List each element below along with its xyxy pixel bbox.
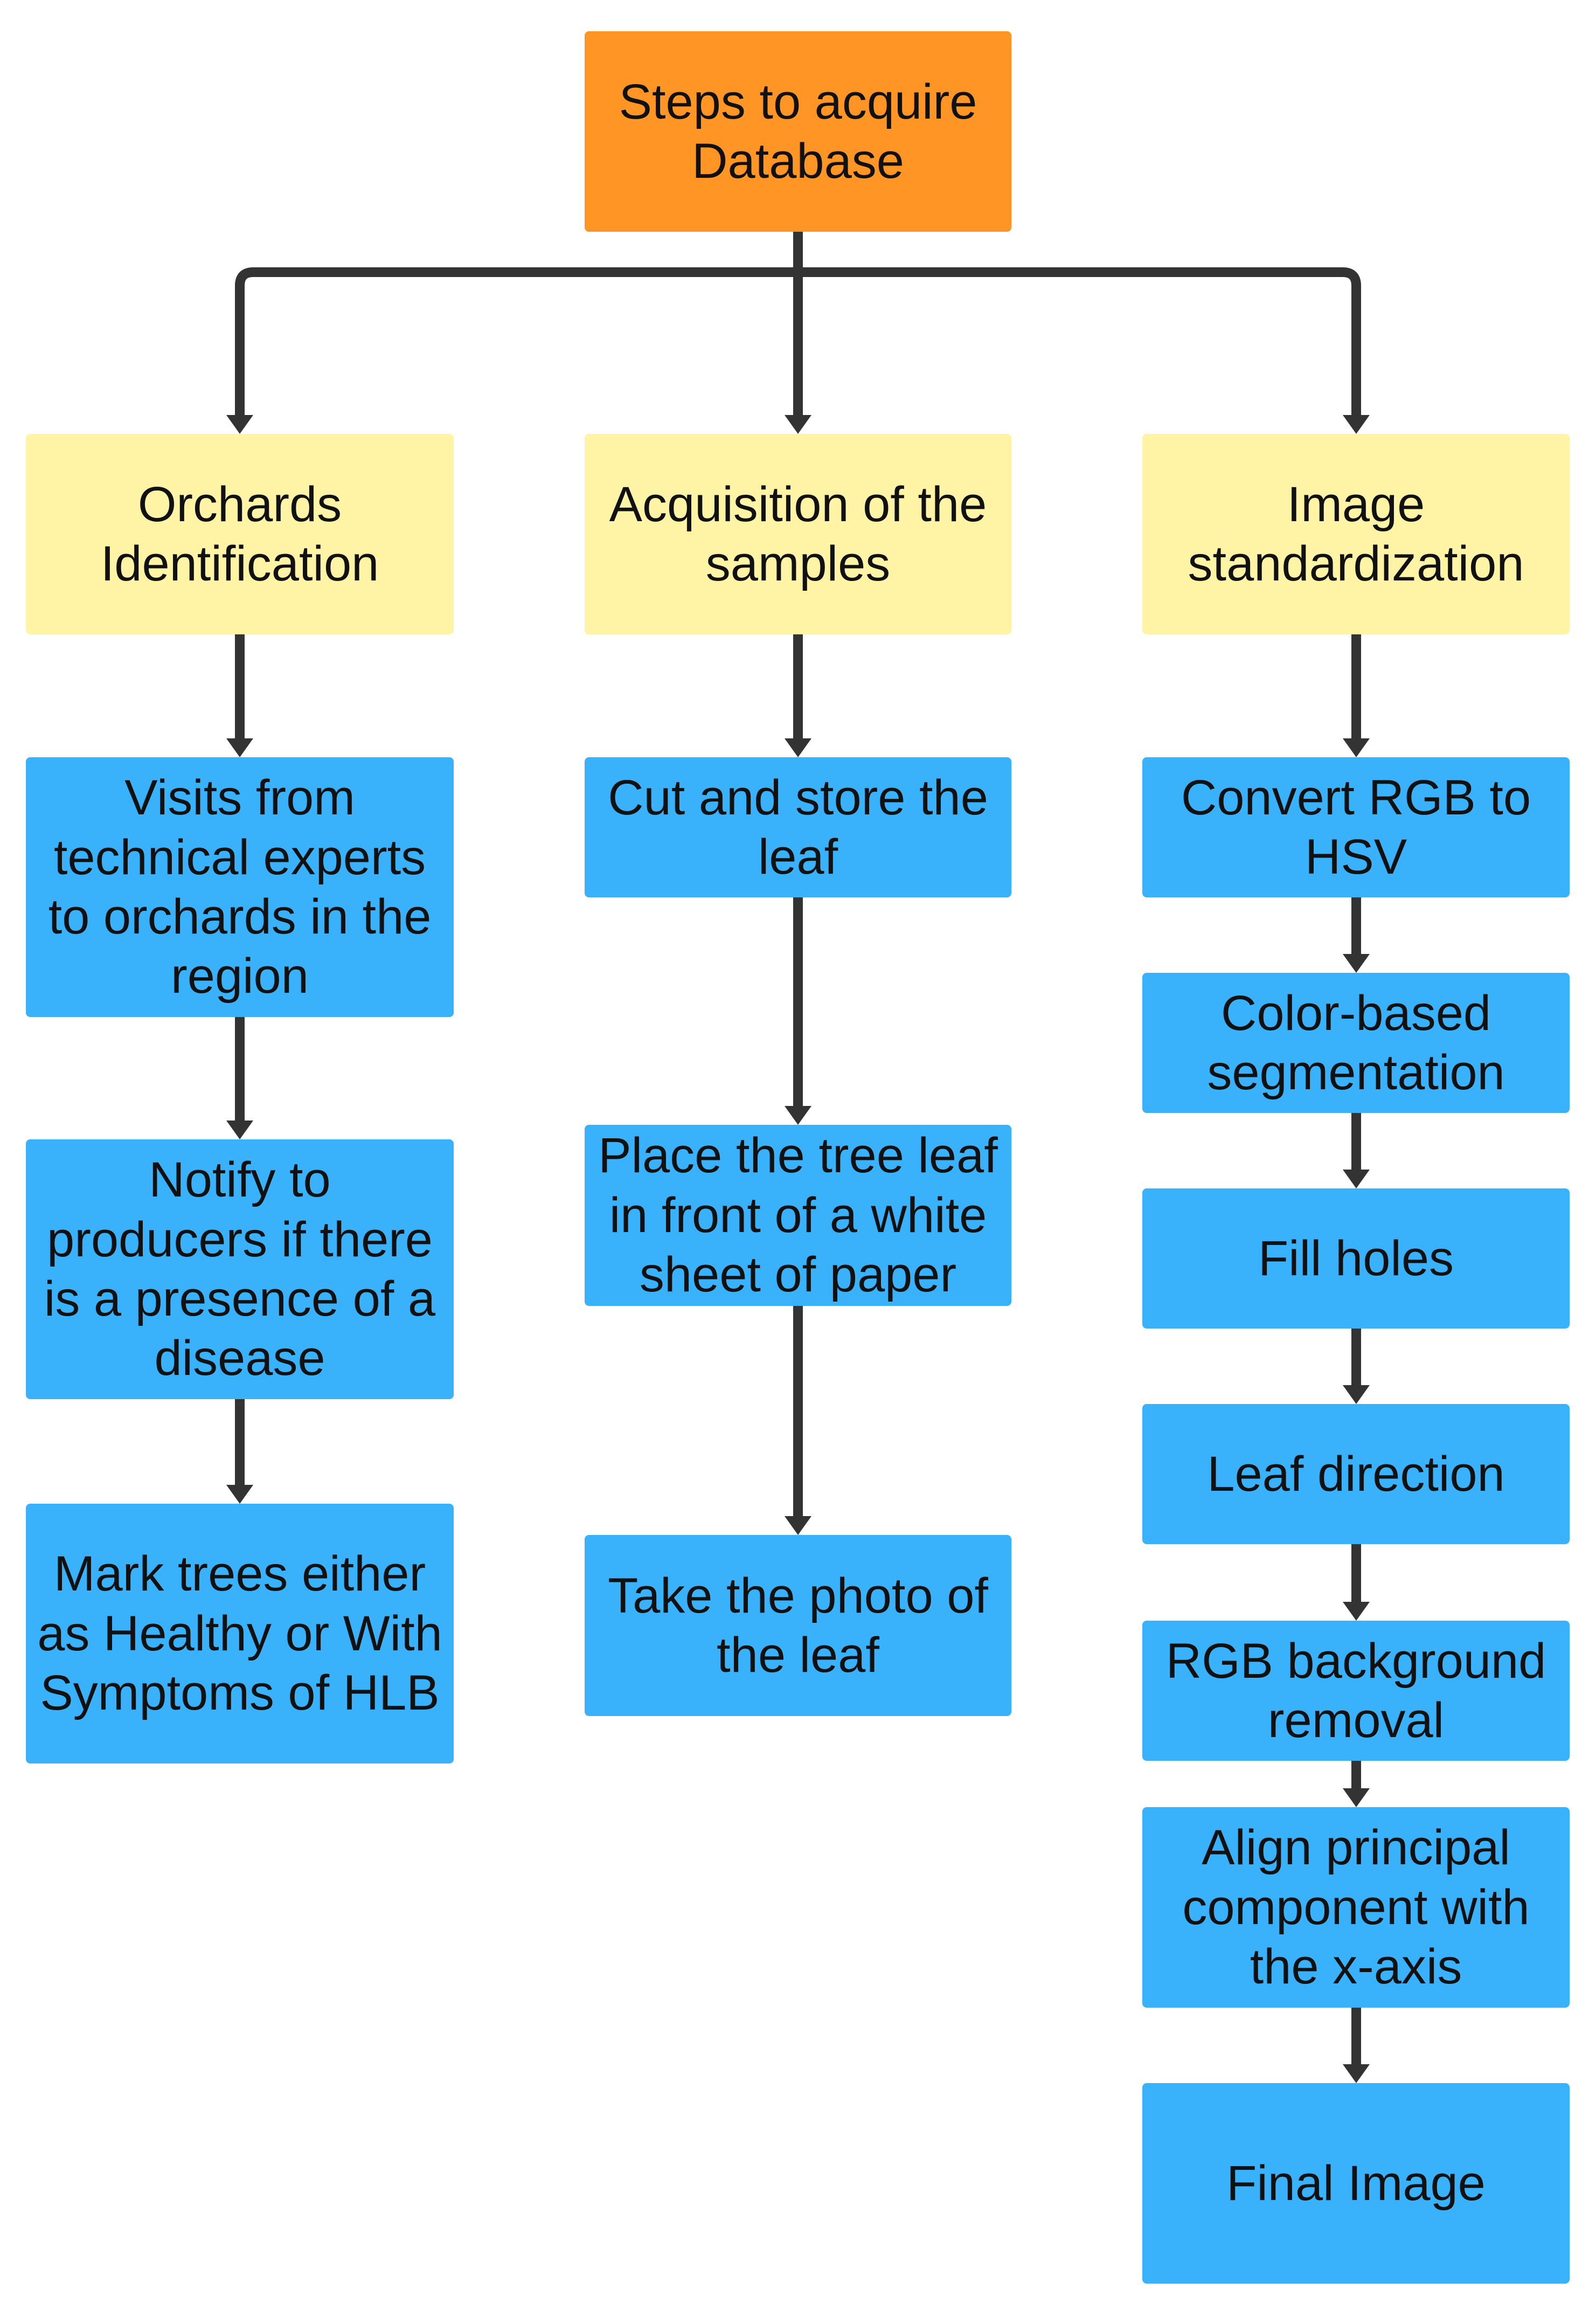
arrowhead-col2-step3 [785,1516,811,1535]
step-label: Place the tree leaf in front of a white … [598,1128,998,1303]
step-label: Mark trees either as Healthy or With Sym… [37,1546,442,1721]
step-mark-trees: Mark trees either as Healthy or With Sym… [26,1504,454,1763]
arrowhead-col3-step2 [1343,954,1370,973]
step-label: Fill holes [1258,1230,1454,1286]
step-final-image: Final Image [1142,2083,1570,2284]
step-label: Color-based segmentation [1207,985,1505,1100]
step-label: Align principal component with the x-axi… [1182,1820,1530,1995]
step-label: Cut and store the leaf [608,770,988,884]
step-rgb-background-removal: RGB background removal [1142,1621,1570,1761]
step-align-principal-component: Align principal component with the x-axi… [1142,1807,1570,2008]
arrowhead-col3-step1 [1343,738,1370,757]
arrowhead-col1-step1 [226,738,253,757]
arrowhead-col3-step7 [1343,2064,1370,2083]
step-color-based-segmentation: Color-based segmentation [1142,973,1570,1113]
step-visits-from-experts: Visits from technical experts to orchard… [26,757,454,1017]
arrowhead-category1 [226,415,253,434]
arrowhead-col1-step3 [226,1485,253,1504]
step-label: Visits from technical experts to orchard… [48,770,432,1004]
step-place-leaf-on-paper: Place the tree leaf in front of a white … [585,1125,1011,1306]
category-label: Orchards Identification [100,476,379,591]
category-acquisition-of-samples: Acquisition of the samples [585,434,1011,634]
root-node: Steps to acquire Database [585,31,1011,232]
category-label: Acquisition of the samples [609,476,987,591]
root-node-label: Steps to acquire Database [619,74,977,189]
category-image-standardization: Image standardization [1142,434,1570,634]
step-convert-rgb-to-hsv: Convert RGB to HSV [1142,757,1570,897]
arrowhead-col2-step1 [785,738,811,757]
step-label: Take the photo of the leaf [608,1568,988,1683]
arrowhead-col1-step2 [226,1121,253,1139]
step-notify-producers: Notify to producers if there is a presen… [26,1139,454,1399]
category-label: Image standardization [1188,476,1524,591]
step-label: Leaf direction [1207,1446,1505,1502]
step-label: RGB background removal [1165,1633,1546,1748]
arrowhead-col3-step5 [1343,1602,1370,1621]
step-label: Notify to producers if there is a presen… [44,1152,436,1386]
step-label: Convert RGB to HSV [1181,770,1531,884]
arrowhead-category2 [785,415,811,434]
step-label: Final Image [1226,2155,1486,2211]
arrowhead-category3 [1343,415,1370,434]
step-leaf-direction: Leaf direction [1142,1404,1570,1544]
arrowhead-col3-step4 [1343,1385,1370,1404]
arrowhead-col3-step6 [1343,1788,1370,1807]
arrowhead-col3-step3 [1343,1170,1370,1188]
step-cut-and-store-leaf: Cut and store the leaf [585,757,1011,897]
step-fill-holes: Fill holes [1142,1188,1570,1329]
category-orchards-identification: Orchards Identification [26,434,454,634]
step-take-photo: Take the photo of the leaf [585,1535,1011,1716]
arrowhead-col2-step2 [785,1106,811,1125]
